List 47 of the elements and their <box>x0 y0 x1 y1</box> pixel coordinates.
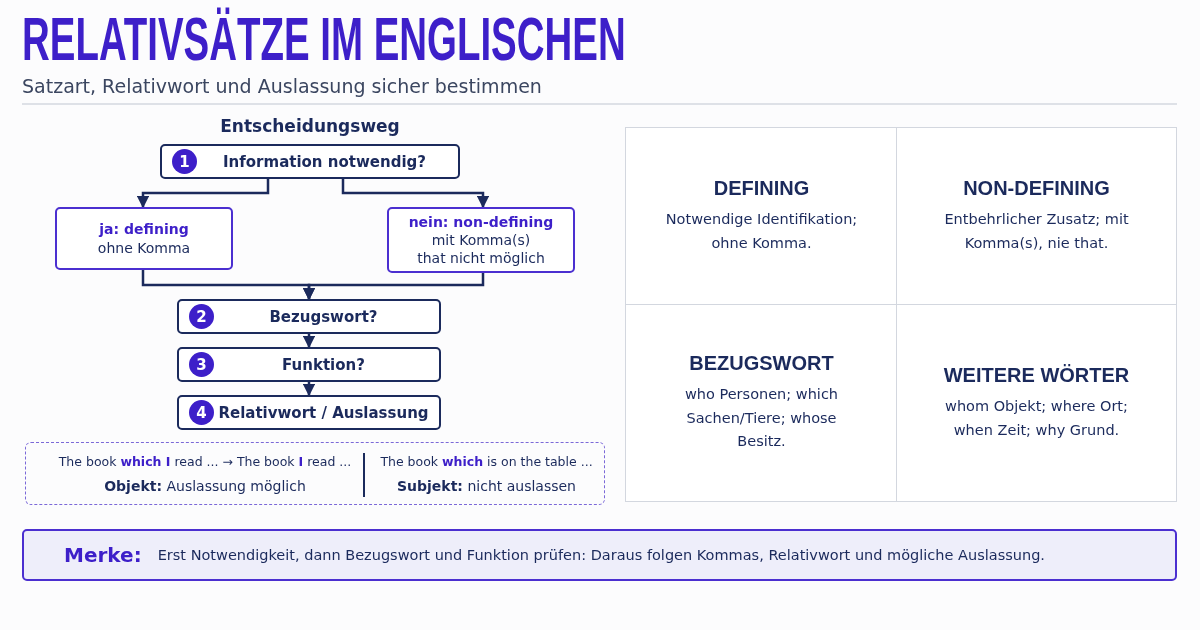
example-sentence: The book which I read ... → The book I read ... <box>57 454 353 469</box>
cell-heading: DEFINING <box>713 177 810 201</box>
cell-text: whom Objekt; where Ort; when Zeit; why Grund. <box>944 396 1129 440</box>
example-sentence: The book which is on the table ... <box>379 454 594 469</box>
step-box <box>160 144 460 179</box>
section-heading: Entscheidungsweg <box>219 116 401 136</box>
branch-text: ohne Komma <box>97 238 191 257</box>
cell-heading: BEZUGSWORT <box>689 351 834 375</box>
table-cell <box>896 127 1177 306</box>
subtitle: Satzart, Relativwort und Auslassung sicher bestimmen <box>22 75 543 97</box>
branch-text: mit Komma(s) <box>431 230 531 250</box>
step-box <box>177 395 441 430</box>
arrow <box>136 179 270 209</box>
example-box <box>25 442 605 505</box>
step-number: 2 <box>189 304 214 329</box>
note-heading: Merke: <box>64 543 142 567</box>
table-cell <box>896 304 1177 502</box>
cell-text: who Personen; which Sachen/Tiere; whose Besitz. <box>683 384 840 452</box>
cell-heading: WEITERE WÖRTER <box>943 363 1130 387</box>
table-cell <box>625 304 898 502</box>
step-label: Funktion? <box>281 355 366 374</box>
branch-heading: nein: non-defining <box>408 212 554 231</box>
example-note: Objekt: Auslassung möglich <box>103 478 307 494</box>
step-number: 1 <box>172 149 197 174</box>
cell-text: Entbehrlicher Zusatz; mit Komma(s), nie that. <box>943 210 1130 253</box>
branch-box <box>55 207 233 270</box>
branch-heading: ja: defining <box>99 220 189 239</box>
arrow <box>302 382 316 397</box>
arrow <box>341 179 490 209</box>
note-text: Erst Notwendigkeit, dann Bezugswort und Funktion prüfen: Daraus folgen Kommas, Relativwort und mögliche Auslassung. <box>157 547 1045 563</box>
note-box <box>22 529 1177 581</box>
step-number: 4 <box>189 400 214 425</box>
step-number: 3 <box>189 352 214 377</box>
title: RELATIVSÄTZE IM ENGLISCHEN <box>22 8 626 70</box>
arrow <box>302 334 316 349</box>
step-box <box>177 299 441 334</box>
cell-heading: NON-DEFINING <box>963 177 1110 201</box>
example-note: Subjekt: nicht auslassen <box>396 478 577 494</box>
step-box <box>177 347 441 382</box>
step-label: Information notwendig? <box>222 152 427 171</box>
branch-text: that nicht möglich <box>417 249 545 268</box>
table-cell <box>625 127 898 306</box>
step-label: Bezugswort? <box>268 307 379 326</box>
step-label: Relativwort / Auslassung <box>217 403 430 422</box>
cell-text: Notwendige Identifikation; ohne Komma. <box>664 210 859 253</box>
arrow <box>302 273 485 301</box>
branch-box <box>387 207 575 273</box>
